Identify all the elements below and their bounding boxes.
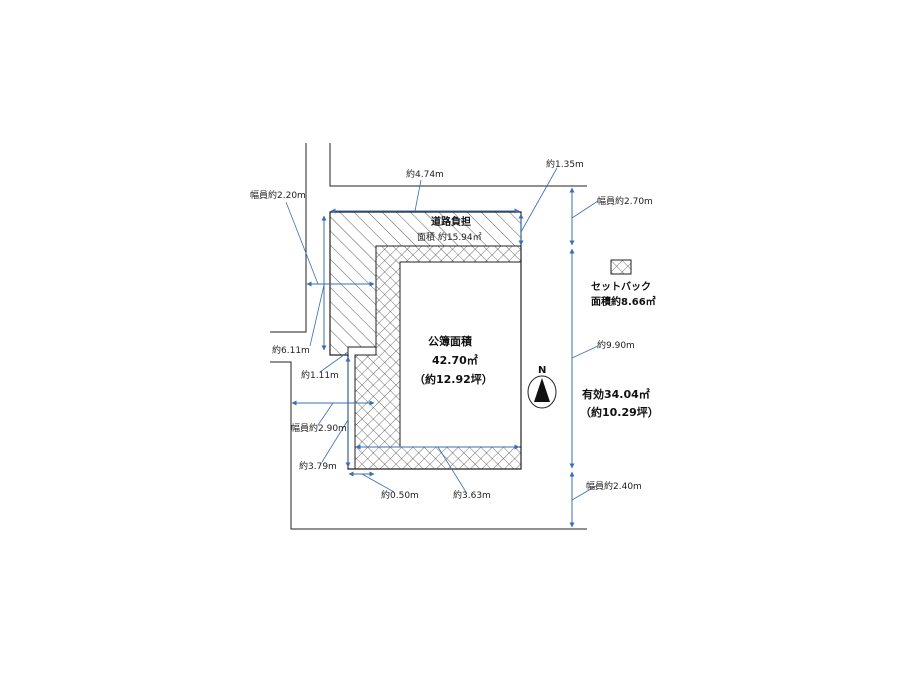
leader-lines <box>285 167 599 501</box>
dim-left-step: 約1.11m <box>301 369 339 381</box>
dimension-lines <box>291 187 575 528</box>
road-burden-area-label: 面積 約15.94㎡ <box>417 231 482 243</box>
setback-legend-area: 面積約8.66㎡ <box>591 295 656 308</box>
plot-outline <box>329 211 522 470</box>
dim-top-right: 約1.35m <box>546 158 584 170</box>
dim-road-width-left: 幅員約2.90m <box>291 422 347 434</box>
dim-lower-left: 約3.79m <box>299 460 337 472</box>
registered-area-tsubo: （約12.92坪） <box>414 372 493 386</box>
registered-area-sqm: 42.70㎡ <box>432 353 478 367</box>
compass-label: N <box>538 365 546 376</box>
dim-bottom-step: 約0.50m <box>381 489 419 501</box>
dim-road-width-bottom-right: 幅員約2.40m <box>586 480 642 492</box>
road-boundaries <box>270 143 587 530</box>
dim-left-depth: 約6.11m <box>272 344 310 356</box>
setback-legend-symbol <box>610 259 632 275</box>
dim-top-width: 約4.74m <box>406 168 444 180</box>
effective-area-tsubo: （約10.29坪） <box>580 405 659 419</box>
dim-bottom-width: 約3.63m <box>453 489 491 501</box>
road-burden-title: 道路負担 <box>431 215 471 228</box>
dim-right-depth: 約9.90m <box>597 339 635 351</box>
north-compass-icon <box>527 375 557 409</box>
effective-area-sqm: 有効34.04㎡ <box>582 387 650 401</box>
dim-road-width-top-right: 幅員約2.70m <box>597 195 653 207</box>
registered-area-title: 公簿面積 <box>428 334 473 348</box>
setback-legend-title: セットバック <box>591 281 651 293</box>
dim-road-width-top-left: 幅員約2.20m <box>250 189 306 201</box>
